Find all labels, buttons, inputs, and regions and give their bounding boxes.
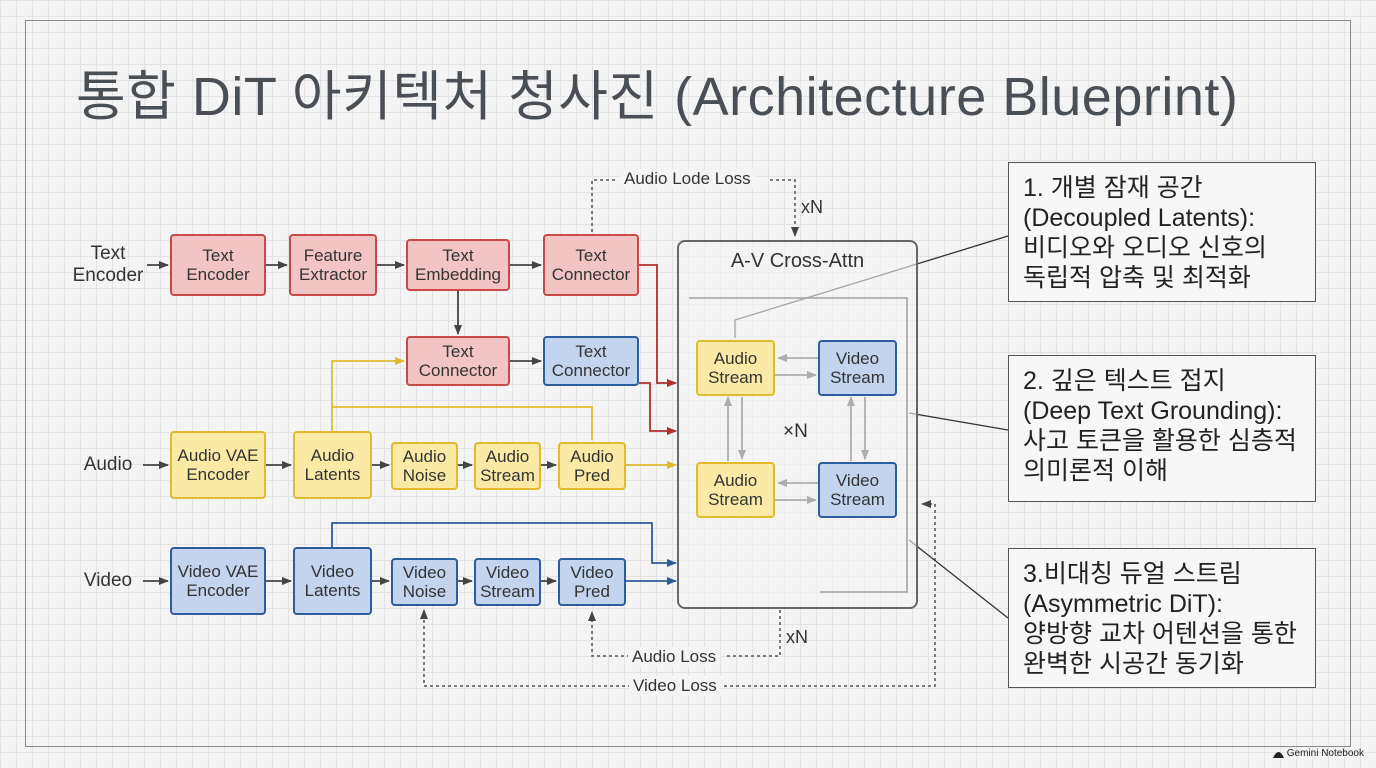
text-connector-top-block: Text Connector <box>543 234 639 296</box>
note-1-line-3: 비디오와 오디오 신호의 <box>1023 234 1267 262</box>
video-loss-label: Video Loss <box>629 676 721 696</box>
audio-noise-block: Audio Noise <box>391 442 458 490</box>
video-latents-block: Video Latents <box>293 547 372 615</box>
gemini-notebook-badge: Gemini Notebook <box>1272 748 1364 759</box>
audio-loss-label: Audio Loss <box>628 647 721 667</box>
note-2-line-1: 2. 깊은 텍스트 접지 <box>1023 367 1226 395</box>
note-asymmetric-dit: 3.비대칭 듀얼 스트림 (Asymmetric DiT): 양방향 교차 어텐… <box>1008 548 1316 688</box>
note-1-line-2: (Decoupled Latents): <box>1023 204 1256 232</box>
cross-attn-module <box>677 240 918 609</box>
text-connector-red-block: Text Connector <box>406 336 510 386</box>
note-2-line-2: (Deep Text Grounding): <box>1023 397 1283 425</box>
note-deep-text-grounding: 2. 깊은 텍스트 접지 (Deep Text Grounding): 사고 토… <box>1008 355 1316 502</box>
audio-vae-encoder-block: Audio VAE Encoder <box>170 431 266 499</box>
cross-attn-title: A-V Cross-Attn <box>730 250 865 272</box>
video-noise-block: Video Noise <box>391 558 458 606</box>
audio-lode-loss-label: Audio Lode Loss <box>620 169 755 189</box>
text-encoder-block: Text Encoder <box>170 234 266 296</box>
row-label-audio: Audio <box>83 454 133 475</box>
audio-pred-block: Audio Pred <box>558 442 626 490</box>
note-3-line-4: 완벽한 시공간 동기화 <box>1023 650 1244 678</box>
video-pred-block: Video Pred <box>558 558 626 606</box>
cross-attn-audio-stream-top: Audio Stream <box>696 340 775 396</box>
feature-extractor-block: Feature Extractor <box>289 234 377 296</box>
row-label-video: Video <box>83 570 133 591</box>
cross-attn-audio-stream-bottom: Audio Stream <box>696 462 775 518</box>
xn-bottom-label: xN <box>786 627 808 647</box>
note-3-line-1: 3.비대칭 듀얼 스트림 <box>1023 560 1242 588</box>
diagram-frame <box>25 20 1351 747</box>
cross-attn-video-stream-bottom: Video Stream <box>818 462 897 518</box>
note-2-line-3: 사고 토큰을 활용한 심층적 <box>1023 427 1297 455</box>
video-vae-encoder-block: Video VAE Encoder <box>170 547 266 615</box>
text-connector-blue-block: Text Connector <box>543 336 639 386</box>
audio-stream-block: Audio Stream <box>474 442 541 490</box>
note-1-line-4: 독립적 압축 및 최적화 <box>1023 264 1251 292</box>
audio-latents-block: Audio Latents <box>293 431 372 499</box>
xn-top-label: xN <box>801 197 823 217</box>
page-title: 통합 DiT 아키텍처 청사진 (Architecture Blueprint) <box>76 67 1239 127</box>
notebook-logo-icon <box>1272 751 1284 758</box>
note-2-line-4: 의미론적 이해 <box>1023 457 1168 485</box>
cross-attn-video-stream-top: Video Stream <box>818 340 897 396</box>
text-embedding-block: Text Embedding <box>406 239 510 291</box>
note-3-line-2: (Asymmetric DiT): <box>1023 590 1223 618</box>
badge-label: Gemini Notebook <box>1286 748 1364 759</box>
note-1-line-1: 1. 개별 잠재 공간 <box>1023 174 1203 202</box>
video-stream-block: Video Stream <box>474 558 541 606</box>
row-label-text-encoder: Text Encoder <box>72 243 144 286</box>
cross-attn-repeat-label: ×N <box>783 421 808 442</box>
note-3-line-3: 양방향 교차 어텐션을 통한 <box>1023 620 1297 648</box>
note-decoupled-latents: 1. 개별 잠재 공간 (Decoupled Latents): 비디오와 오디… <box>1008 162 1316 302</box>
